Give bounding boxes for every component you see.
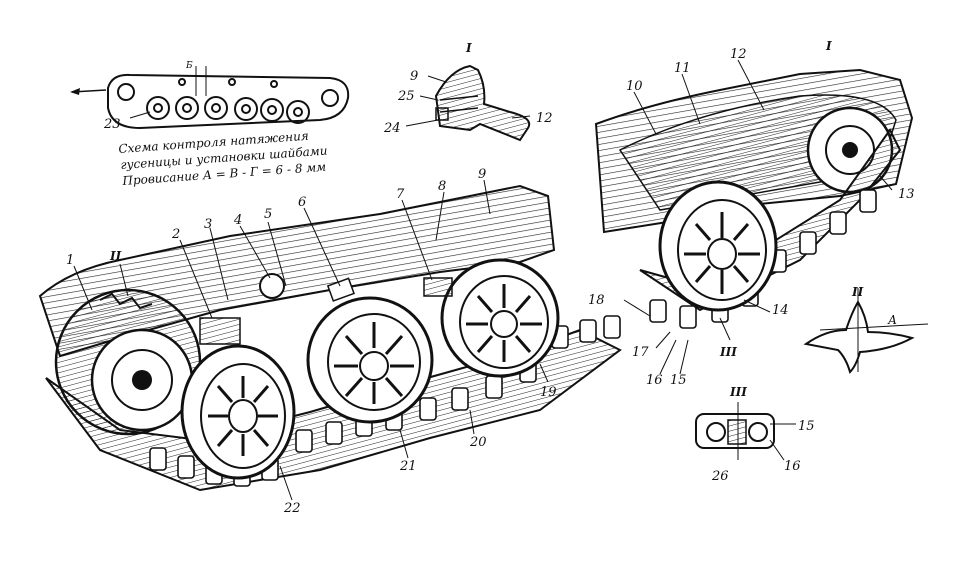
marker-II: II [109,249,122,263]
callout-11: 11 [674,61,691,76]
callout-14: 14 [772,303,789,318]
marker-I-top: I [465,41,472,55]
callout-17: 17 [632,345,649,360]
detail-III-label-16: 16 [784,459,801,474]
callout-7: 7 [396,187,405,202]
callout-26: 26 [711,469,729,484]
callout-16: 16 [646,373,663,388]
svg-text:Б: Б [185,61,193,71]
callout-22: 22 [283,501,301,516]
marker-I-right: I [825,39,832,53]
callout-20: 20 [469,435,487,450]
callout-15: 15 [670,373,687,388]
callout-labels: 1 2 3 4 5 6 7 8 9 10 11 12 13 14 15 16 1… [66,47,915,516]
track-tension-scheme: Б [70,61,350,130]
callout-10: 10 [626,79,643,94]
callout-24: 24 [383,121,401,136]
callout-8: 8 [438,179,446,194]
marker-II-detail: II [851,285,864,299]
detail-II-guide-horn [803,288,929,374]
scheme-track-outline [107,73,350,130]
main-track-assembly [38,184,622,492]
callout-19: 19 [540,385,557,400]
marker-III-detail: III [729,385,747,399]
marker-III: III [719,345,737,359]
road-wheel-3 [440,258,560,378]
callout-2: 2 [171,227,180,242]
detail-I-label-12: 12 [536,111,553,126]
callout-23: 23 [103,117,121,132]
callout-3: 3 [204,217,212,232]
callout-21: 21 [399,459,417,474]
drive-sprocket [54,288,202,436]
detail-letter-A: А [887,313,897,327]
callout-12: 12 [730,47,747,62]
callout-1: 1 [66,253,74,268]
idler-track-assembly [594,68,914,329]
leader-lines [73,59,893,501]
detail-III-label-15: 15 [798,419,815,434]
detail-I-label-9: 9 [410,69,418,84]
callout-9: 9 [478,167,486,182]
callout-4: 4 [233,213,242,228]
callout-5: 5 [264,207,272,222]
callout-13: 13 [898,187,915,202]
callout-18: 18 [588,293,605,308]
detail-I-track-shoe [405,64,531,142]
callout-25: 25 [397,89,415,104]
road-wheel-1 [180,344,296,480]
callout-6: 6 [298,195,306,210]
road-wheel-2 [306,296,434,424]
detail-III-pin-lock [695,402,796,461]
